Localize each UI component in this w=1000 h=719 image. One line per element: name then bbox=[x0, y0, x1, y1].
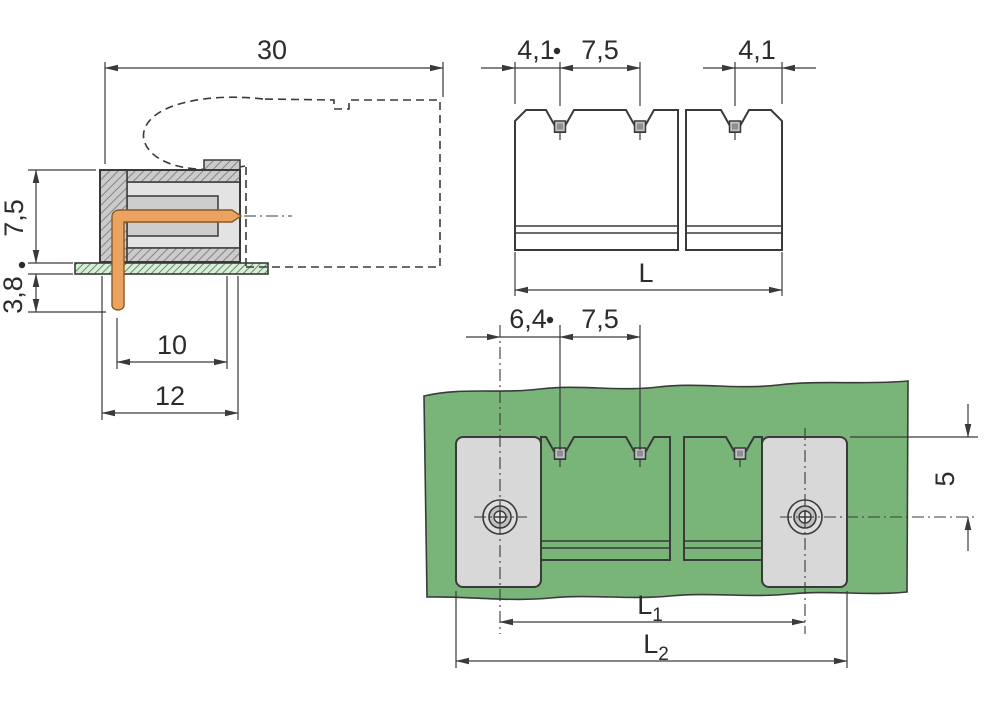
pin-contact-core bbox=[637, 450, 643, 457]
dim-label-L2: L2 bbox=[643, 629, 669, 665]
note-dot bbox=[553, 47, 561, 55]
dim-front-top-row: 4,1 7,5 4,1 bbox=[481, 35, 816, 106]
front-housing-left bbox=[514, 109, 679, 251]
dim-label-L1: L1 bbox=[637, 590, 663, 626]
pin-contact-core bbox=[637, 123, 643, 130]
dim-label-3-8: 3,8 bbox=[0, 276, 28, 314]
pin-body bbox=[111, 209, 243, 311]
dim-length-l1: L1 bbox=[499, 590, 806, 626]
dim-board-top-row: 6,4 7,5 bbox=[466, 304, 641, 450]
note-dot bbox=[18, 261, 26, 269]
dim-label-7-5-board: 7,5 bbox=[581, 304, 619, 334]
housing-collar bbox=[203, 159, 241, 171]
dim-label-7-5-front: 7,5 bbox=[581, 35, 619, 65]
front-housing-detail-lines bbox=[515, 225, 782, 234]
dim-pin-below-board: 3,8 bbox=[0, 261, 106, 314]
dim-label-7-5-side: 7,5 bbox=[0, 199, 29, 237]
board-housing-left bbox=[540, 436, 671, 561]
front-view: 4,1 7,5 4,1 L bbox=[481, 35, 816, 296]
side-view: 30 7,5 3,8 10 12 bbox=[0, 35, 444, 420]
dim-length-l2: L2 bbox=[455, 591, 848, 668]
pcb-cross-section bbox=[74, 262, 269, 275]
housing-top-wall bbox=[126, 169, 241, 183]
pin-contact-core bbox=[557, 450, 563, 457]
dim-label-L: L bbox=[638, 258, 653, 288]
pin-contact-core bbox=[737, 450, 743, 457]
pin-contact-core bbox=[732, 123, 738, 130]
dim-label-4-1-right: 4,1 bbox=[738, 35, 776, 65]
board-housing-detail-lines bbox=[541, 540, 762, 549]
phantom-mating-connector bbox=[142, 96, 441, 268]
dim-total-length-L: L bbox=[514, 252, 783, 296]
dim-height-above-board: 7,5 bbox=[0, 169, 96, 264]
board-view: 6,4 7,5 5 L1 L2 bbox=[423, 304, 978, 668]
dim-label-6-4: 6,4 bbox=[509, 304, 547, 334]
dim-label-12: 12 bbox=[155, 381, 185, 411]
dim-edge-to-screw-axis: 5 bbox=[850, 404, 978, 551]
dim-label-4-1-left: 4,1 bbox=[517, 35, 555, 65]
housing-bottom-wall bbox=[126, 247, 241, 263]
dim-label-5: 5 bbox=[930, 471, 960, 486]
front-pin-contacts bbox=[553, 120, 742, 140]
dim-housing-depth: 12 bbox=[101, 276, 239, 420]
pin-contact-core bbox=[557, 123, 563, 130]
screw-centerlines bbox=[474, 325, 977, 634]
note-dot bbox=[546, 316, 554, 324]
dim-label-30: 30 bbox=[257, 35, 287, 65]
dim-label-10: 10 bbox=[157, 330, 187, 360]
dim-pin-to-front: 10 bbox=[116, 276, 228, 369]
solder-pin bbox=[111, 209, 292, 311]
dim-overall-depth: 30 bbox=[104, 35, 444, 164]
